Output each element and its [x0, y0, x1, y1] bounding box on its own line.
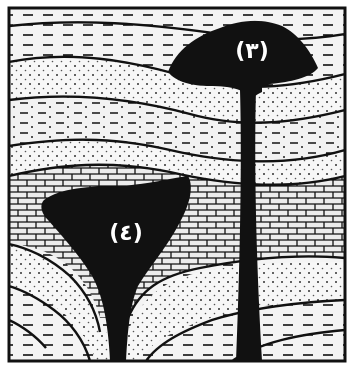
intrusion-4-label: (٤) [109, 221, 143, 246]
intrusion-3-label: (٣) [235, 39, 269, 64]
